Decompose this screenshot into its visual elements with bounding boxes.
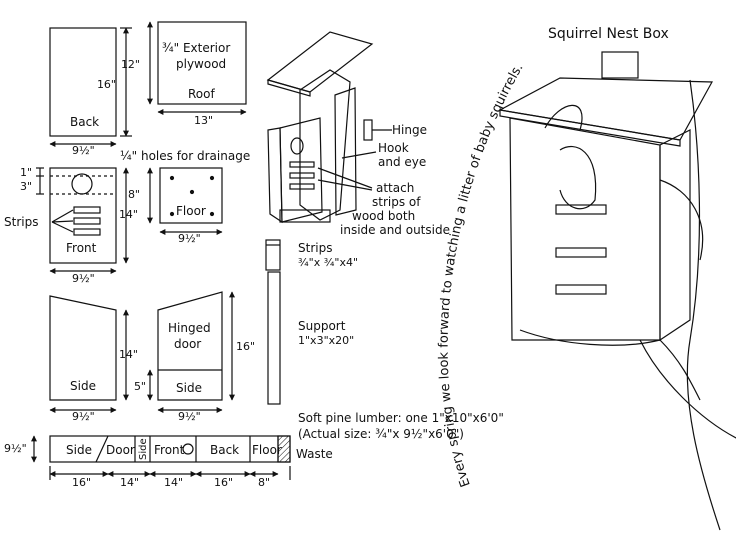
floor-panel xyxy=(159,167,223,224)
strips-size: ¾"x ¾"x4" xyxy=(298,256,358,269)
illustration-support xyxy=(601,51,639,79)
assembly-view xyxy=(266,31,392,224)
attach-label-1: attach xyxy=(376,181,414,195)
illustration-box-front xyxy=(509,117,661,341)
side-height: 14" xyxy=(119,348,138,361)
waste-label: Waste xyxy=(296,447,333,461)
door-side-label: Side xyxy=(176,381,202,395)
attach-label-4: inside and outside xyxy=(340,223,450,237)
lumber-len-1: 16" xyxy=(72,476,91,489)
back-width: 9½" xyxy=(72,144,95,157)
front-piece xyxy=(36,167,129,274)
hook-label-2: and eye xyxy=(378,155,426,169)
strip-block xyxy=(265,239,281,271)
entrance-hole xyxy=(71,173,93,195)
front-height: 14" xyxy=(119,208,138,221)
lumber-line-2: (Actual size: ¾"x 9½"x6'0") xyxy=(298,427,464,441)
lumber-seg-door: Door xyxy=(106,443,135,457)
strips-piece xyxy=(265,239,281,271)
support-label: Support xyxy=(298,319,346,333)
roof-width: 13" xyxy=(194,114,213,127)
assembly-roof xyxy=(266,31,374,93)
nest-box-illustration xyxy=(498,51,736,531)
lumber-seg-front: Front xyxy=(154,443,185,457)
waste-hatch xyxy=(277,435,291,463)
lumber-seg-side-2: Side xyxy=(138,438,149,460)
front-label: Front xyxy=(66,241,97,255)
lumber-board xyxy=(31,435,291,480)
front-width: 9½" xyxy=(72,272,95,285)
lumber-len-3: 14" xyxy=(164,476,183,489)
nest-box-title: Squirrel Nest Box xyxy=(548,26,669,42)
lumber-height: 9½" xyxy=(4,442,27,455)
side-piece xyxy=(49,295,129,413)
side-panel xyxy=(49,295,117,401)
strips-label: Strips xyxy=(298,241,332,255)
drainage-note: ¼" holes for drainage xyxy=(120,149,250,163)
lumber-len-5: 8" xyxy=(258,476,270,489)
door-width: 9½" xyxy=(178,410,201,423)
floor-piece xyxy=(147,167,223,235)
attach-label-3: wood both xyxy=(352,209,415,223)
roof-material-1: ¾" Exterior xyxy=(162,41,230,55)
lumber-seg-side: Side xyxy=(66,443,92,457)
lumber-len-2: 14" xyxy=(120,476,139,489)
hook-label-1: Hook xyxy=(378,141,409,155)
floor-width: 9½" xyxy=(178,232,201,245)
front-dim-3: 3" xyxy=(20,180,32,193)
lumber-line-1: Soft pine lumber: one 1"x10"x6'0" xyxy=(298,411,504,425)
back-panel xyxy=(49,27,117,137)
back-height: 16" xyxy=(97,78,116,91)
door-dim-5: 5" xyxy=(134,380,146,393)
support-piece xyxy=(267,271,281,405)
back-piece xyxy=(49,27,132,147)
roof-label: Roof xyxy=(188,87,215,101)
door-label-1: Hinged xyxy=(168,321,211,335)
strips-callout: Strips xyxy=(4,215,38,229)
side-label: Side xyxy=(70,379,96,393)
door-piece xyxy=(147,291,235,413)
roof-material-2: plywood xyxy=(176,57,226,71)
lumber-seg-floor: Floor xyxy=(252,443,282,457)
floor-height: 8" xyxy=(128,188,140,201)
roof-height: 12" xyxy=(121,58,140,71)
hinge-label: Hinge xyxy=(392,123,427,137)
attach-label-2: strips of xyxy=(372,195,421,209)
floor-label: Floor xyxy=(176,204,206,218)
assembly-door xyxy=(334,87,357,216)
lumber-seg-back: Back xyxy=(210,443,239,457)
side-width: 9½" xyxy=(72,410,95,423)
roof-panel xyxy=(157,21,247,105)
illustration-roof xyxy=(498,77,714,141)
front-panel xyxy=(49,167,117,264)
door-height: 16" xyxy=(236,340,255,353)
back-label: Back xyxy=(70,115,99,129)
roof-piece xyxy=(147,21,247,115)
lumber-len-4: 16" xyxy=(214,476,233,489)
support-board xyxy=(267,271,281,405)
support-size: 1"x3"x20" xyxy=(298,334,354,347)
front-dim-1: 1" xyxy=(20,166,32,179)
door-label-2: door xyxy=(174,337,201,351)
